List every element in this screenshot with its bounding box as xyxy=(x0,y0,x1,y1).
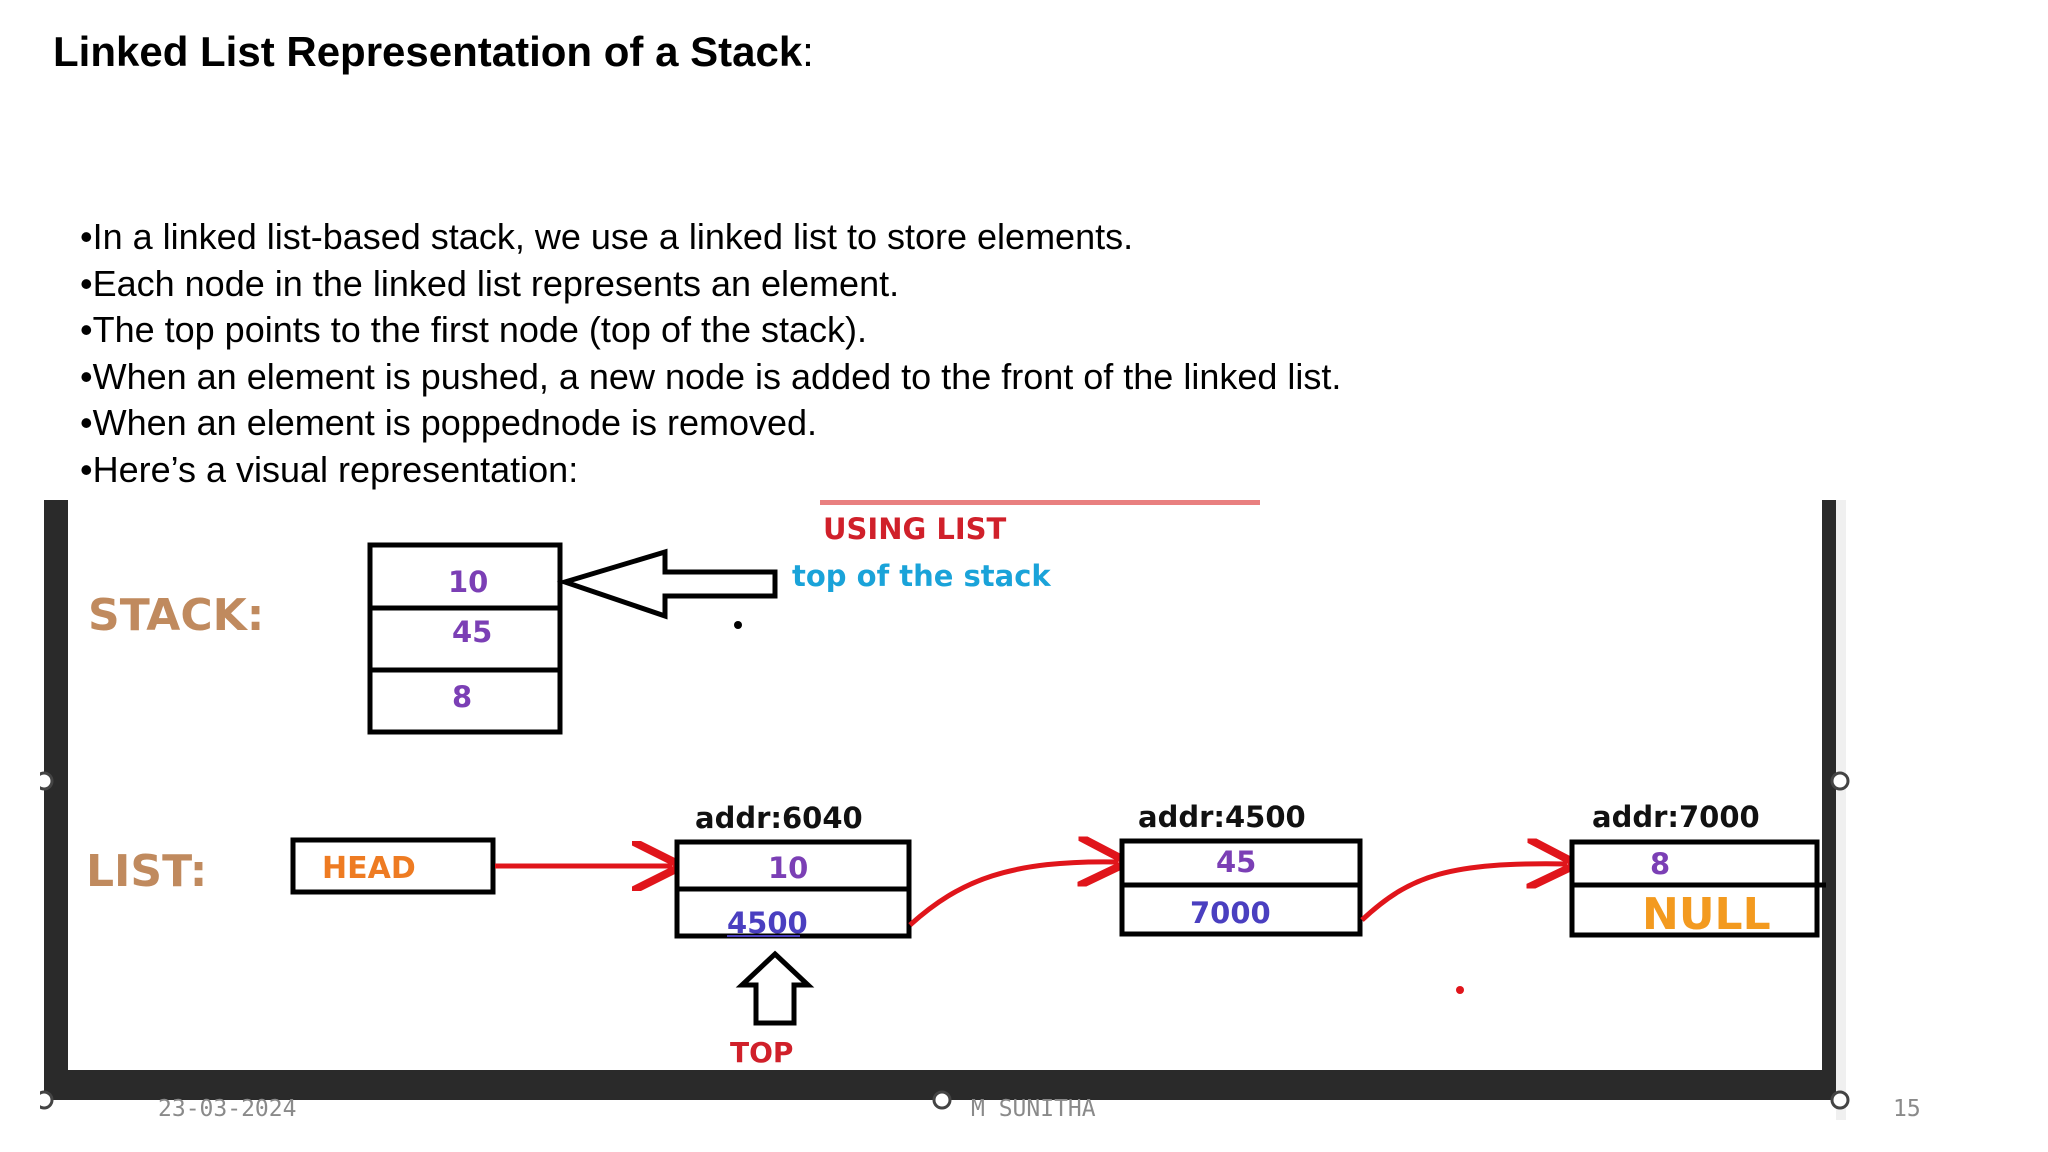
bullet-item: •In a linked list-based stack, we use a … xyxy=(80,216,1134,257)
bullet-item: •Here’s a visual representation: xyxy=(80,448,579,490)
node-data: 10 xyxy=(768,851,808,885)
resize-handle[interactable] xyxy=(40,1090,54,1110)
stray-dot xyxy=(734,621,742,629)
top-of-stack-arrow xyxy=(556,548,778,620)
slide-title-text: Linked List Representation of a Stack xyxy=(53,28,803,75)
frame-right-border xyxy=(1822,500,1836,1100)
node-address: addr:6040 xyxy=(695,801,863,835)
resize-handle[interactable] xyxy=(1830,1090,1850,1110)
bullet-item: •Each node in the linked list represents… xyxy=(80,262,900,304)
frame-left-border xyxy=(44,500,68,1100)
frame-right-edge xyxy=(1836,500,1846,1120)
cropped-caption-fragment xyxy=(820,500,1260,505)
stack-diagram: USING LIST top of the stack STACK: 10 45… xyxy=(40,500,1850,1120)
node-next: 4500 xyxy=(727,906,808,940)
footer-page-number: 15 xyxy=(1893,1096,1921,1122)
caption-using-list: USING LIST xyxy=(823,512,1007,546)
footer-author: M SUNITHA xyxy=(971,1096,1096,1122)
node-address: addr:4500 xyxy=(1138,800,1306,834)
resize-handle[interactable] xyxy=(1830,771,1850,791)
head-box xyxy=(290,837,496,895)
bullet-item: •The top points to the first node (top o… xyxy=(80,309,868,350)
stack-label: STACK: xyxy=(88,590,264,641)
head-label: HEAD xyxy=(322,851,416,886)
slide-title-colon: : xyxy=(802,28,814,75)
list-label: LIST: xyxy=(86,846,207,897)
stack-diagram-image[interactable]: USING LIST top of the stack STACK: 10 45… xyxy=(40,500,1850,1120)
top-pointer-label: TOP xyxy=(730,1036,793,1069)
stack-cell-value: 10 xyxy=(448,565,488,599)
node-null: NULL xyxy=(1642,889,1771,940)
node-data: 45 xyxy=(1216,845,1256,879)
bullet-item: •When an element is poppednode is remove… xyxy=(80,402,818,443)
resize-handle[interactable] xyxy=(932,1090,952,1110)
top-of-stack-label: top of the stack xyxy=(792,559,1051,593)
slide-title: Linked List Representation of a Stack: xyxy=(53,28,814,76)
stray-dot xyxy=(1456,986,1464,994)
stack-cell-value: 8 xyxy=(452,680,472,714)
bullet-item: •When an element is pushed, a new node i… xyxy=(80,355,1342,397)
resize-handle[interactable] xyxy=(40,771,54,791)
stack-cell-value: 45 xyxy=(452,615,492,649)
stack-box xyxy=(367,542,563,735)
node-next: 7000 xyxy=(1190,896,1271,930)
bullet-list: •In a linked list-based stack, we use a … xyxy=(80,214,1341,493)
node-data: 8 xyxy=(1650,847,1670,881)
node-address: addr:7000 xyxy=(1592,800,1760,834)
next-pointer-arrow xyxy=(908,862,1118,927)
node-box xyxy=(1569,839,1820,938)
footer-date: 23-03-2024 xyxy=(158,1096,297,1122)
next-pointer-arrow xyxy=(1360,864,1567,922)
top-pointer-arrow xyxy=(735,950,815,1026)
